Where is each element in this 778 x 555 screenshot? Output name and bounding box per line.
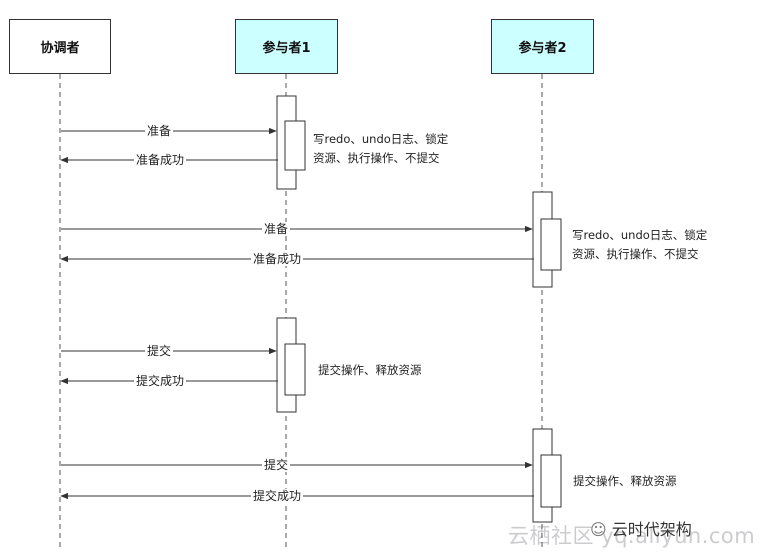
message-label: 提交成功 bbox=[251, 489, 304, 503]
participant-label: 协调者 bbox=[40, 41, 80, 56]
note-line: 提交操作、释放资源 bbox=[318, 363, 422, 377]
message-label: 准备 bbox=[262, 222, 291, 236]
participant-coordinator: 协调者 bbox=[9, 19, 111, 74]
message-label: 准备成功 bbox=[251, 252, 304, 266]
note-line: 写redo、undo日志、锁定 bbox=[572, 228, 708, 242]
activation-inner bbox=[284, 120, 306, 171]
note-line: 资源、执行操作、不提交 bbox=[572, 247, 699, 261]
activation-note: 提交操作、释放资源 bbox=[318, 361, 422, 380]
note-line: 写redo、undo日志、锁定 bbox=[313, 132, 449, 146]
activation-note: 写redo、undo日志、锁定 资源、执行操作、不提交 bbox=[572, 226, 707, 264]
message-label: 提交成功 bbox=[134, 374, 187, 388]
activation-inner bbox=[540, 218, 562, 271]
message-label: 提交 bbox=[262, 458, 291, 472]
watermark-logo-text: 云时代架构 bbox=[611, 520, 692, 539]
watermark-logo: ☺ 云时代架构 bbox=[590, 516, 692, 540]
wechat-icon: ☺ bbox=[590, 520, 607, 539]
activation-inner bbox=[284, 343, 306, 396]
participant-2: 参与者2 bbox=[491, 19, 594, 74]
participant-label: 参与者2 bbox=[518, 41, 567, 56]
watermark-text: 云栖社区 yq.aliyun.com bbox=[508, 524, 756, 548]
participant-label: 参与者1 bbox=[262, 41, 311, 56]
note-line: 提交操作、释放资源 bbox=[573, 474, 677, 488]
message-label: 提交 bbox=[145, 344, 174, 358]
activation-note: 提交操作、释放资源 bbox=[573, 472, 677, 491]
activation-note: 写redo、undo日志、锁定 资源、执行操作、不提交 bbox=[313, 130, 448, 168]
activation-inner bbox=[540, 454, 562, 508]
message-label: 准备成功 bbox=[134, 153, 187, 167]
participant-1: 参与者1 bbox=[235, 19, 338, 74]
note-line: 资源、执行操作、不提交 bbox=[313, 151, 440, 165]
message-label: 准备 bbox=[145, 124, 174, 138]
